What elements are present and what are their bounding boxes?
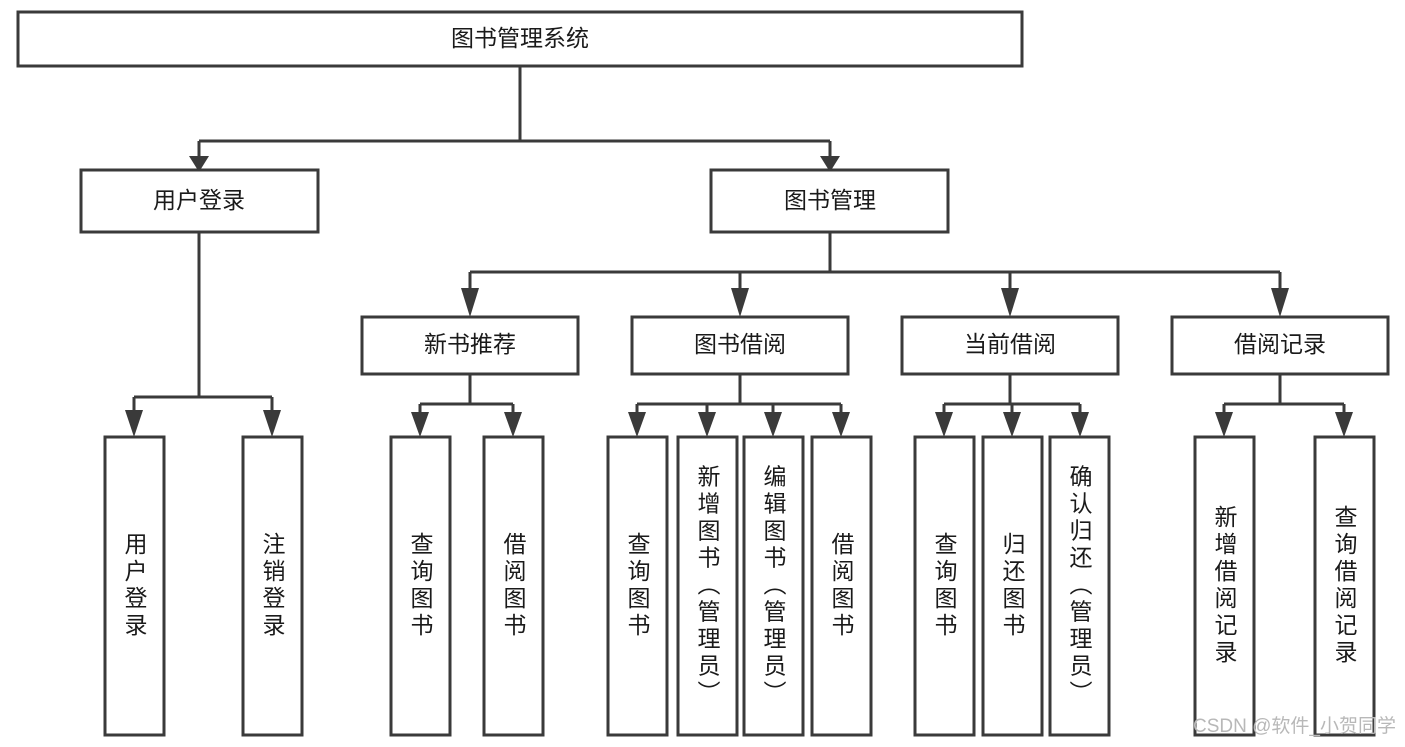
node-leaf-query-book-borrow[interactable]: 查询图书 [606, 435, 669, 737]
node-leaf-query-borrow-record-label: 查询借阅记录 [1331, 505, 1358, 667]
watermark-label: CSDN @软件_小贺同学 [1193, 715, 1396, 737]
node-book-borrow-box[interactable] [630, 315, 850, 376]
arrowhead-leaf-add-borrow-record [1215, 412, 1233, 437]
node-leaf-return-book-box[interactable] [981, 435, 1044, 737]
node-leaf-borrow-book[interactable]: 借阅图书 [810, 435, 873, 737]
node-new-book-recommend-label: 新书推荐 [424, 331, 516, 357]
node-leaf-query-book-current[interactable]: 查询图书 [913, 435, 976, 737]
node-borrow-records-label: 借阅记录 [1234, 331, 1326, 357]
node-leaf-logout-login-label: 注销登录 [259, 532, 286, 640]
node-leaf-add-book-admin-box[interactable] [676, 435, 739, 737]
node-book-management-box[interactable] [709, 168, 950, 234]
node-user-login[interactable]: 用户登录 [79, 168, 320, 234]
arrowhead-new-book-recommend [461, 288, 479, 317]
node-leaf-logout-login-box[interactable] [241, 435, 304, 737]
node-leaf-add-borrow-record-box[interactable] [1193, 435, 1256, 737]
node-leaf-edit-book-admin-box[interactable] [742, 435, 805, 737]
node-leaf-borrow-book-recommend-box[interactable] [482, 435, 545, 737]
arrowhead-leaf-confirm-return-admin [1071, 412, 1089, 437]
node-leaf-query-book-borrow-label: 查询图书 [624, 532, 651, 640]
node-leaf-confirm-return-admin[interactable]: 确认归还（管理员） [1048, 435, 1111, 737]
node-leaf-add-borrow-record[interactable]: 新增借阅记录 [1193, 435, 1256, 737]
node-leaf-query-book-current-box[interactable] [913, 435, 976, 737]
node-user-login-label: 用户登录 [153, 187, 245, 213]
arrowhead-borrow-records [1271, 288, 1289, 317]
arrowhead-leaf-add-book-admin [698, 412, 716, 437]
node-leaf-user-login-label: 用户登录 [121, 532, 148, 640]
node-book-borrow-label: 图书借阅 [694, 331, 786, 357]
arrowhead-book-borrow [731, 288, 749, 317]
node-root-box[interactable] [16, 10, 1024, 68]
arrowhead-leaf-query-book-borrow [628, 412, 646, 437]
node-borrow-records[interactable]: 借阅记录 [1170, 315, 1390, 376]
node-leaf-query-book-recommend-box[interactable] [389, 435, 452, 737]
node-leaf-query-book-borrow-box[interactable] [606, 435, 669, 737]
connector-layer [125, 66, 1353, 437]
arrowhead-leaf-borrow-book [832, 412, 850, 437]
arrowhead-leaf-query-book-current [935, 412, 953, 437]
node-current-borrow-label: 当前借阅 [964, 331, 1056, 357]
node-root[interactable]: 图书管理系统 [16, 10, 1024, 68]
node-leaf-query-book-recommend[interactable]: 查询图书 [389, 435, 452, 737]
arrowhead-user-login [189, 156, 209, 172]
node-leaf-add-borrow-record-label: 新增借阅记录 [1211, 505, 1238, 667]
node-leaf-add-book-admin-label: 新增图书（管理员） [694, 465, 721, 708]
node-leaf-return-book[interactable]: 归还图书 [981, 435, 1044, 737]
node-book-management-label: 图书管理 [784, 187, 876, 213]
arrowhead-current-borrow [1001, 288, 1019, 317]
arrowhead-leaf-logout-login [263, 410, 281, 437]
node-leaf-query-book-recommend-label: 查询图书 [407, 532, 434, 640]
node-borrow-records-box[interactable] [1170, 315, 1390, 376]
node-leaf-borrow-book-label: 借阅图书 [828, 532, 855, 640]
arrowhead-leaf-edit-book-admin [764, 412, 782, 437]
node-current-borrow[interactable]: 当前借阅 [900, 315, 1120, 376]
node-leaf-user-login-box[interactable] [103, 435, 166, 737]
arrowhead-leaf-query-book-recommend [411, 412, 429, 437]
node-leaf-borrow-book-recommend[interactable]: 借阅图书 [482, 435, 545, 737]
node-book-borrow[interactable]: 图书借阅 [630, 315, 850, 376]
node-leaf-confirm-return-admin-label: 确认归还（管理员） [1066, 465, 1093, 708]
arrowhead-leaf-borrow-book-recommend [504, 412, 522, 437]
node-leaf-add-book-admin[interactable]: 新增图书（管理员） [676, 435, 739, 737]
node-book-management[interactable]: 图书管理 [709, 168, 950, 234]
node-leaf-query-borrow-record-box[interactable] [1313, 435, 1376, 737]
arrowhead-leaf-query-borrow-record [1335, 412, 1353, 437]
node-leaf-edit-book-admin-label: 编辑图书（管理员） [760, 465, 787, 708]
node-leaf-return-book-label: 归还图书 [999, 532, 1026, 640]
arrowhead-leaf-user-login [125, 410, 143, 437]
arrowhead-book-management [820, 156, 840, 172]
node-current-borrow-box[interactable] [900, 315, 1120, 376]
node-leaf-query-borrow-record[interactable]: 查询借阅记录 [1313, 435, 1376, 737]
node-leaf-borrow-book-recommend-label: 借阅图书 [500, 532, 527, 640]
node-new-book-recommend-box[interactable] [360, 315, 580, 376]
node-user-login-box[interactable] [79, 168, 320, 234]
node-leaf-query-book-current-label: 查询图书 [931, 532, 958, 640]
node-leaf-confirm-return-admin-box[interactable] [1048, 435, 1111, 737]
node-leaf-user-login[interactable]: 用户登录 [103, 435, 166, 737]
node-new-book-recommend[interactable]: 新书推荐 [360, 315, 580, 376]
arrowhead-leaf-return-book [1003, 412, 1021, 437]
node-leaf-edit-book-admin[interactable]: 编辑图书（管理员） [742, 435, 805, 737]
node-leaf-logout-login[interactable]: 注销登录 [241, 435, 304, 737]
node-leaf-borrow-book-box[interactable] [810, 435, 873, 737]
node-root-label: 图书管理系统 [451, 25, 589, 51]
